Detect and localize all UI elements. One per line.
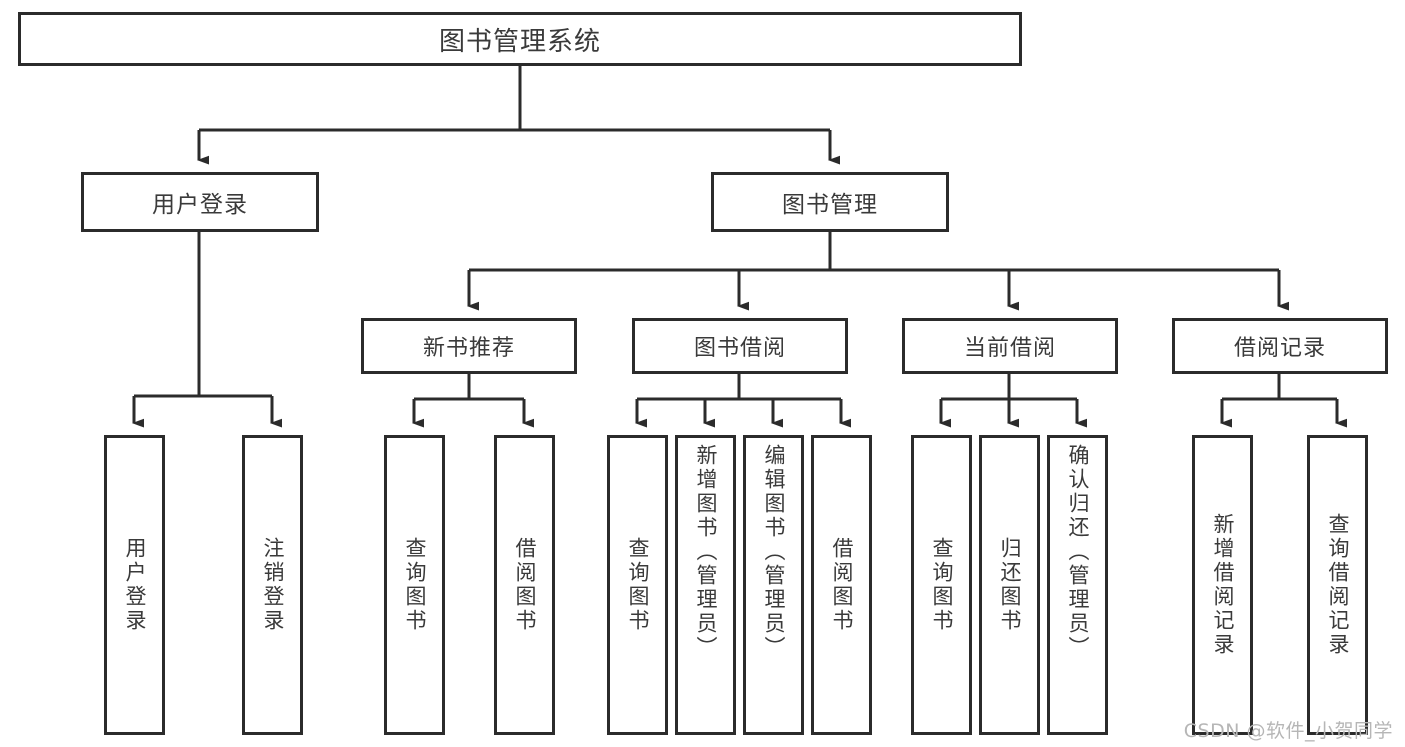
leaf-label: 用户登录 xyxy=(122,537,147,633)
leaf-new-book-borrow[interactable]: 借阅图书 xyxy=(494,435,555,735)
leaf-current-return-book[interactable]: 归还图书 xyxy=(979,435,1040,735)
leaf-borrow-edit-book-admin[interactable]: 编辑图书（管理员） xyxy=(743,435,804,735)
node-borrow-record[interactable]: 借阅记录 xyxy=(1172,318,1388,374)
leaf-label: 新增图书（管理员） xyxy=(693,444,718,660)
leaf-label: 借阅图书 xyxy=(829,537,854,633)
node-root-system[interactable]: 图书管理系统 xyxy=(18,12,1022,66)
leaf-user-login-signout[interactable]: 注销登录 xyxy=(242,435,303,735)
leaf-label: 查询图书 xyxy=(625,537,650,633)
leaf-new-book-query[interactable]: 查询图书 xyxy=(384,435,445,735)
leaf-label: 查询借阅记录 xyxy=(1325,513,1350,657)
node-current-borrow[interactable]: 当前借阅 xyxy=(902,318,1118,374)
leaf-label: 查询图书 xyxy=(929,537,954,633)
leaf-label: 编辑图书（管理员） xyxy=(761,444,786,660)
leaf-user-login-signin[interactable]: 用户登录 xyxy=(104,435,165,735)
leaf-label: 归还图书 xyxy=(997,537,1022,633)
leaf-current-query-book[interactable]: 查询图书 xyxy=(911,435,972,735)
leaf-borrow-borrow-book[interactable]: 借阅图书 xyxy=(811,435,872,735)
leaf-borrow-add-book-admin[interactable]: 新增图书（管理员） xyxy=(675,435,736,735)
leaf-label: 注销登录 xyxy=(260,537,285,633)
leaf-label: 查询图书 xyxy=(402,537,427,633)
node-book-management[interactable]: 图书管理 xyxy=(711,172,949,232)
watermark-text: CSDN @软件_小贺同学 xyxy=(1183,720,1393,742)
leaf-label: 新增借阅记录 xyxy=(1210,513,1235,657)
node-new-book-recommend[interactable]: 新书推荐 xyxy=(361,318,577,374)
node-user-login[interactable]: 用户登录 xyxy=(81,172,319,232)
leaf-record-add-record[interactable]: 新增借阅记录 xyxy=(1192,435,1253,735)
leaf-current-confirm-return-admin[interactable]: 确认归还（管理员） xyxy=(1047,435,1108,735)
node-book-borrow[interactable]: 图书借阅 xyxy=(632,318,848,374)
leaf-label: 确认归还（管理员） xyxy=(1065,444,1090,660)
leaf-borrow-query-book[interactable]: 查询图书 xyxy=(607,435,668,735)
leaf-record-query-record[interactable]: 查询借阅记录 xyxy=(1307,435,1368,735)
leaf-label: 借阅图书 xyxy=(512,537,537,633)
